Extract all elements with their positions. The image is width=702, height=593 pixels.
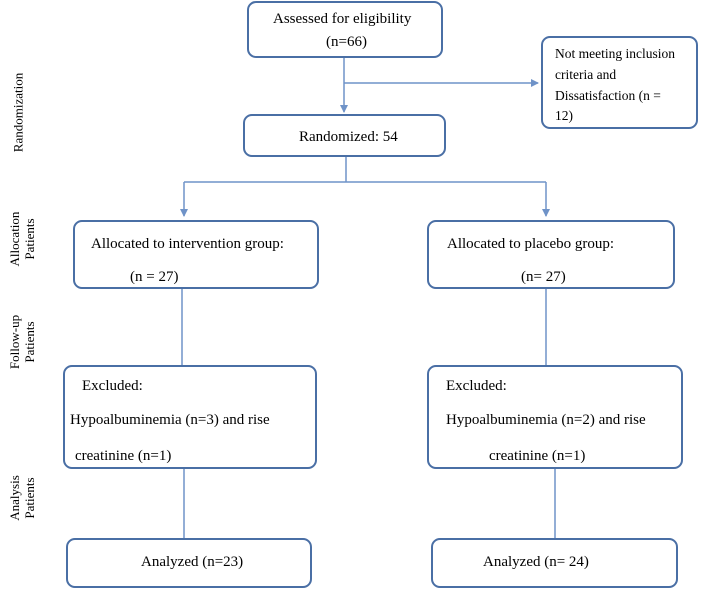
side-label-allocation-line1: Allocation — [7, 211, 22, 267]
excluded-left-line2: Hypoalbuminemia (n=3) and rise — [70, 412, 270, 428]
analyzed-left-box: Analyzed (n=23) — [66, 538, 312, 588]
side-label-randomization-text: Randomization — [10, 72, 26, 153]
side-label-analysis-line2: Patients — [22, 477, 37, 519]
intervention-line1: Allocated to intervention group: — [91, 236, 284, 252]
assessed-line1: Assessed for eligibility — [273, 11, 412, 27]
side-label-follow-up-line1: Follow-up — [7, 314, 22, 370]
placebo-line1: Allocated to placebo group: — [447, 236, 615, 252]
not-meeting-line2: criteria and — [555, 67, 617, 82]
randomized-label: Randomized: 54 — [299, 129, 398, 145]
excluded-right-line2: Hypoalbuminemia (n=2) and rise — [446, 412, 646, 428]
not-meeting-line4: 12) — [555, 108, 573, 123]
randomized-box: Randomized: 54 — [243, 114, 446, 157]
intervention-box: Allocated to intervention group: (n = 27… — [73, 220, 319, 289]
excluded-left-line3: creatinine (n=1) — [75, 448, 172, 464]
intervention-line2: (n = 27) — [130, 269, 179, 285]
side-label-analysis: Analysis Patients — [7, 463, 39, 533]
side-label-randomization: Randomization — [11, 68, 26, 158]
excluded-left-box: Excluded: Hypoalbuminemia (n=3) and rise… — [63, 365, 317, 469]
not-meeting-box: Not meeting inclusion criteria and Dissa… — [541, 36, 698, 129]
assessed-box: Assessed for eligibility (n=66) — [247, 1, 443, 58]
side-label-allocation-line2: Patients — [22, 218, 37, 260]
side-label-allocation: Allocation Patients — [7, 204, 39, 274]
placebo-line2: (n= 27) — [521, 269, 566, 285]
assessed-line2: (n=66) — [326, 34, 367, 50]
analyzed-left-label: Analyzed (n=23) — [141, 554, 244, 570]
excluded-right-line1: Excluded: — [446, 378, 507, 394]
side-label-follow-up-line2: Patients — [22, 321, 37, 363]
excluded-right-box: Excluded: Hypoalbuminemia (n=2) and rise… — [427, 365, 683, 469]
side-label-follow-up: Follow-up Patients — [7, 307, 39, 377]
not-meeting-line3: Dissatisfaction (n = — [555, 88, 661, 103]
analyzed-right-box: Analyzed (n= 24) — [431, 538, 678, 588]
not-meeting-line1: Not meeting inclusion — [555, 46, 675, 61]
placebo-box: Allocated to placebo group: (n= 27) — [427, 220, 675, 289]
analyzed-right-label: Analyzed (n= 24) — [483, 554, 589, 570]
excluded-left-line1: Excluded: — [82, 378, 143, 394]
side-label-analysis-line1: Analysis — [7, 475, 22, 521]
excluded-right-line3: creatinine (n=1) — [489, 448, 586, 464]
